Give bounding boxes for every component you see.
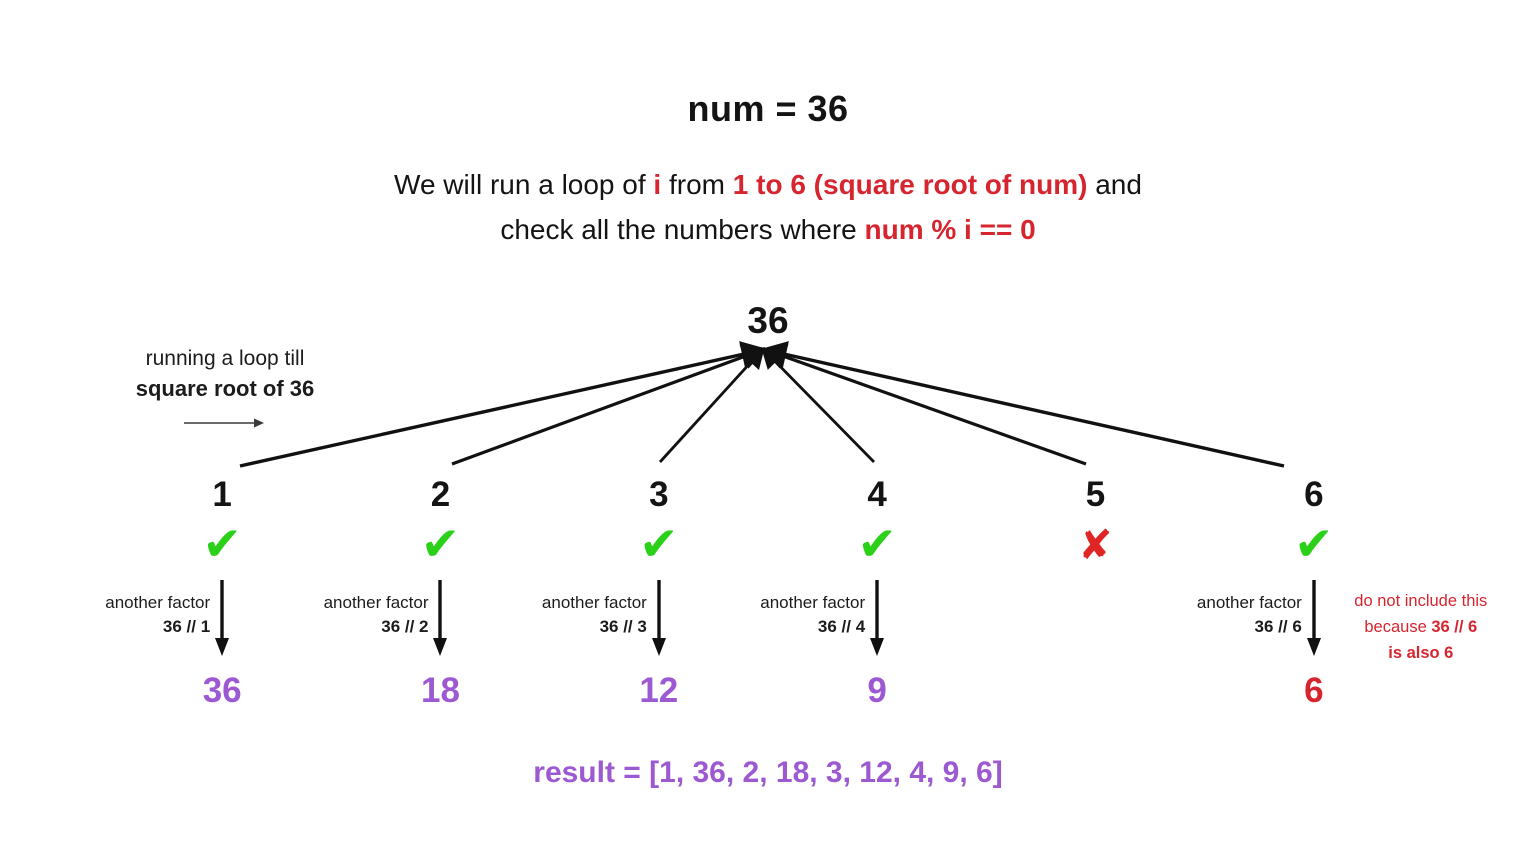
loop-value: 3	[649, 475, 669, 514]
factor-column-2: 2 ✔ another factor 36 // 2 18	[324, 474, 549, 714]
subtitle-highlight: num % i == 0	[864, 214, 1036, 245]
factor-label: another factor 36 // 2	[324, 592, 429, 637]
factor-expression: 36 // 3	[599, 617, 647, 636]
subtitle-text: check all the numbers where	[500, 214, 865, 245]
exclusion-note: do not include this because 36 // 6 is a…	[1328, 588, 1514, 666]
subtitle-line-2: check all the numbers where num % i == 0	[0, 207, 1536, 252]
other-factor-value: 18	[421, 671, 460, 710]
check-icon: ✔	[202, 517, 242, 572]
factor-label-text: another factor	[323, 593, 429, 612]
check-icon: ✔	[420, 517, 461, 572]
down-arrow-icon	[651, 580, 666, 656]
subtitle: We will run a loop of i from 1 to 6 (squ…	[0, 162, 1536, 252]
other-factor-value: 9	[867, 671, 887, 710]
check-icon: ✔	[857, 517, 897, 572]
subtitle-text: and	[1087, 169, 1142, 200]
down-arrow-icon	[215, 580, 230, 656]
factor-derivation: another factor 36 // 3	[542, 576, 768, 670]
factor-label-text: another factor	[760, 593, 866, 612]
exclusion-note-line: because 36 // 6	[1328, 614, 1514, 640]
loop-value: 4	[867, 475, 887, 514]
factor-column-6: 6 ✔ another factor 36 // 6 do not includ…	[1197, 474, 1487, 714]
factor-derivation: another factor 36 // 6 do not include th…	[1197, 576, 1487, 670]
factor-label: another factor 36 // 4	[760, 592, 865, 637]
result-line: result = [1, 36, 2, 18, 3, 12, 4, 9, 6]	[533, 756, 1003, 789]
factor-label-text: another factor	[1196, 593, 1302, 612]
other-factor-value: 12	[639, 671, 679, 710]
factor-column-5: 5 ✘	[986, 474, 1204, 714]
check-icon: ✔	[639, 517, 679, 572]
other-factor-value: 36	[202, 671, 242, 710]
subtitle-highlight: 1 to 6 (square root of num)	[732, 169, 1088, 200]
factor-expression: 36 // 1	[162, 617, 211, 636]
down-arrow-icon	[433, 580, 448, 656]
other-factor-value: 6	[1304, 671, 1324, 710]
loop-value: 2	[430, 475, 451, 514]
loop-value: 1	[212, 475, 232, 514]
down-arrow-icon	[1306, 580, 1321, 656]
down-arrow-icon	[870, 580, 885, 656]
subtitle-highlight: i	[653, 169, 662, 200]
factor-column-1: 1 ✔ another factor 36 // 1 36	[105, 474, 331, 714]
exclusion-note-text: because	[1364, 618, 1432, 636]
exclusion-note-expression: 36 // 6	[1431, 618, 1478, 636]
tree-branches	[239, 341, 1285, 468]
annotation-line-2: square root of 36	[135, 376, 315, 401]
loop-value: 6	[1304, 475, 1324, 514]
right-arrow-icon	[184, 418, 264, 428]
factor-label: another factor 36 // 3	[542, 592, 647, 637]
tree-root-value: 36	[747, 300, 789, 341]
exclusion-note-line: do not include this	[1354, 592, 1488, 610]
annotation-line-1: running a loop till	[145, 347, 305, 370]
factor-column-4: 4 ✔ another factor 36 // 4 9	[760, 474, 986, 714]
factor-derivation: another factor 36 // 4	[760, 576, 986, 670]
factor-expression: 36 // 4	[817, 617, 866, 636]
factor-label-text: another factor	[105, 593, 211, 612]
x-icon: ✘	[1078, 521, 1113, 569]
factor-label-text: another factor	[541, 593, 647, 612]
factor-label: another factor 36 // 1	[105, 592, 210, 637]
factor-derivation: another factor 36 // 2	[324, 576, 549, 670]
subtitle-line-1: We will run a loop of i from 1 to 6 (squ…	[0, 162, 1536, 207]
factor-expression: 36 // 2	[381, 617, 429, 636]
subtitle-text: We will run a loop of	[394, 169, 654, 200]
loop-value: 5	[1085, 475, 1106, 514]
loop-annotation: running a loop till square root of 36	[100, 344, 350, 439]
page-title: num = 36	[687, 88, 849, 129]
factor-columns: 1 ✔ another factor 36 // 1 36 2 ✔ anothe…	[105, 474, 1487, 714]
factor-column-3: 3 ✔ another factor 36 // 3 12	[542, 474, 768, 714]
factor-label: another factor 36 // 6	[1197, 592, 1302, 637]
factor-derivation: another factor 36 // 1	[105, 576, 331, 670]
factor-expression: 36 // 6	[1254, 617, 1302, 636]
exclusion-note-line: is also 6	[1388, 644, 1454, 662]
check-icon: ✔	[1294, 517, 1334, 572]
subtitle-text: from	[661, 169, 733, 200]
